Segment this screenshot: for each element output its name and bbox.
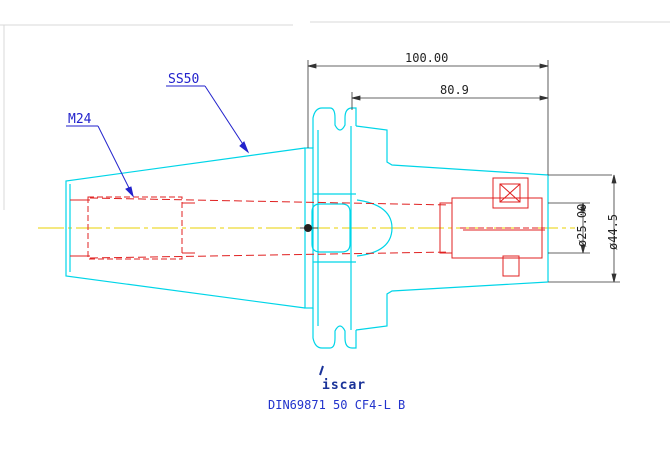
dim-bore-diameter: ø25.00 — [575, 204, 589, 247]
dim-overall-length: 100.00 — [405, 51, 448, 65]
leader-lines — [66, 85, 250, 198]
dim-flange-to-end: 80.9 — [440, 83, 469, 97]
dimension-lines — [307, 60, 620, 283]
iscar-logo: iscar — [319, 365, 366, 393]
label-taper: SS50 — [168, 72, 199, 87]
sheet-border — [0, 21, 670, 210]
holder-outline — [65, 107, 612, 349]
logo-text: iscar — [322, 378, 366, 393]
dim-body-diameter: ø44.5 — [606, 214, 620, 250]
hidden-lines — [70, 177, 545, 277]
label-thread: M24 — [68, 112, 92, 127]
center-mark — [300, 224, 318, 232]
part-code: DIN69871 50 CF4-L B — [268, 398, 405, 412]
